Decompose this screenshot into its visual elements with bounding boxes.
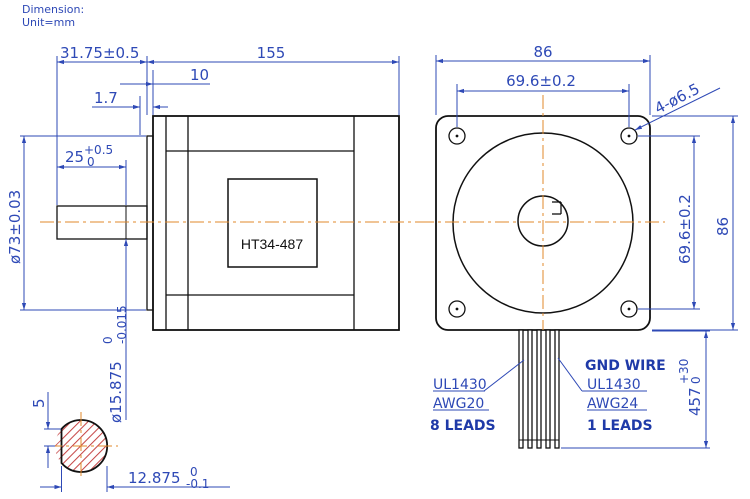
front-view: [420, 95, 665, 449]
motor-body: [152, 115, 400, 331]
dim-hole-spec: 4-ø6.5: [652, 80, 703, 118]
dim-flange-depth: 10: [190, 66, 209, 84]
dim-flat-depth: 5: [30, 398, 48, 408]
mounting-holes: [448, 127, 638, 318]
header-dimension: Dimension:: [22, 3, 84, 16]
wire-spec-right-2: AWG24: [587, 396, 638, 412]
dim-lead-length-tol-upper: +30: [677, 359, 691, 384]
dim-shaft-diameter: ø15.875: [107, 361, 125, 423]
dim-hole-spacing-v: 69.6±0.2: [676, 194, 694, 264]
wire-spec-left-2: AWG20: [433, 396, 484, 412]
wire-count-right: 1 LEADS: [587, 418, 653, 434]
shaft-section: 5 12.875 0 -0.1: [30, 392, 230, 492]
dim-boss-height-tol-upper: +0.5: [84, 143, 113, 157]
dim-shaft-diameter-tol-upper: 0: [101, 336, 115, 344]
dim-boss-diameter: ø73±0.03: [6, 190, 24, 264]
dim-hole-spacing-h: 69.6±0.2: [506, 72, 576, 90]
side-view-dimensions: 31.75±0.5 155 10 1.7 25 +0.5 0 ø73±0.03 …: [6, 44, 400, 423]
wire-annotations: UL1430 AWG20 8 LEADS GND WIRE UL1430 AWG…: [430, 357, 666, 434]
wire-spec-right-1: UL1430: [587, 377, 641, 393]
dim-lead-length: 457: [686, 387, 704, 416]
wire-gnd-title: GND WIRE: [585, 358, 666, 374]
dim-shaft-diameter-tol-lower: -0.015: [115, 305, 129, 344]
dim-flat-width-tol-lower: -0.1: [186, 477, 209, 491]
model-label-box: [227, 178, 318, 268]
side-view: HT34-487: [40, 115, 425, 331]
dim-boss-height-tol-lower: 0: [87, 155, 95, 169]
model-label: HT34-487: [241, 236, 303, 252]
dim-flange-gap: 1.7: [94, 89, 118, 107]
dim-flat-width: 12.875: [128, 469, 181, 487]
dim-square-size-top: 86: [533, 43, 552, 61]
dim-square-size-right: 86: [714, 217, 732, 236]
dim-boss-height: 25: [65, 148, 84, 166]
wire-count-left: 8 LEADS: [430, 418, 496, 434]
dim-lead-length-tol-lower: 0: [689, 376, 703, 384]
header-unit: Unit=mm: [22, 16, 75, 29]
dim-flat-width-tol-upper: 0: [190, 465, 198, 479]
wire-spec-left-1: UL1430: [433, 377, 487, 393]
dim-shaft-length: 31.75±0.5: [60, 44, 139, 62]
lead-wires: [518, 329, 560, 449]
dim-body-length: 155: [257, 44, 286, 62]
